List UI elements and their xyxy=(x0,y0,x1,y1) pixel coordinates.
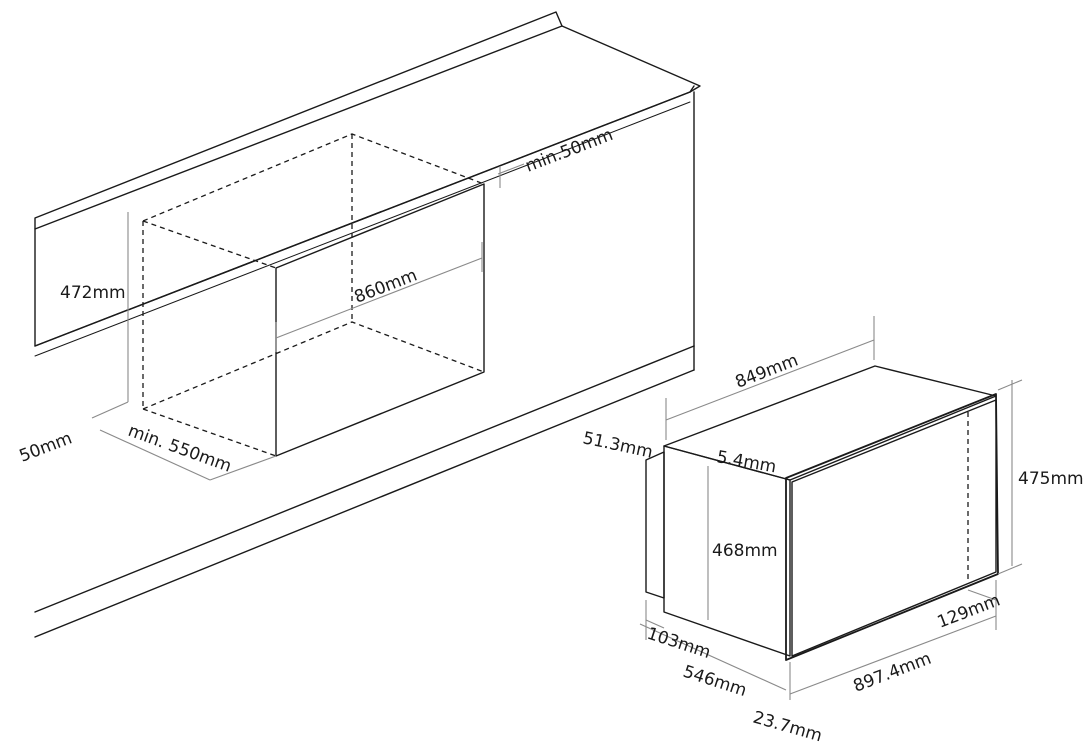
front-width-label: 897.4mm xyxy=(851,649,935,697)
appliance-body-top xyxy=(663,365,997,481)
body-depth-label: 546mm xyxy=(680,662,749,701)
cabinet-height-label: 472mm xyxy=(60,283,126,303)
microwave-appliance: 849mm 51.3mm 5.4mm 468mm 475mm 103mm 546… xyxy=(581,316,1084,746)
niche-opening xyxy=(275,183,485,457)
front-offset-label: 50mm xyxy=(17,428,75,466)
cabinet-width-label: 860mm xyxy=(352,265,420,307)
front-thickness-label: 23.7mm xyxy=(751,708,825,747)
kitchen-cabinet: 472mm 860mm min.50mm min. 550mm 50mm xyxy=(17,11,701,638)
body-height-label: 468mm xyxy=(712,541,778,561)
body-width-label: 849mm xyxy=(733,350,801,392)
frame-gap-label: 5.4mm xyxy=(715,447,778,477)
total-height-label: 475mm xyxy=(1018,469,1084,489)
frame-offset-label: 51.3mm xyxy=(581,428,655,462)
rear-depth-label: 103mm xyxy=(644,624,713,663)
